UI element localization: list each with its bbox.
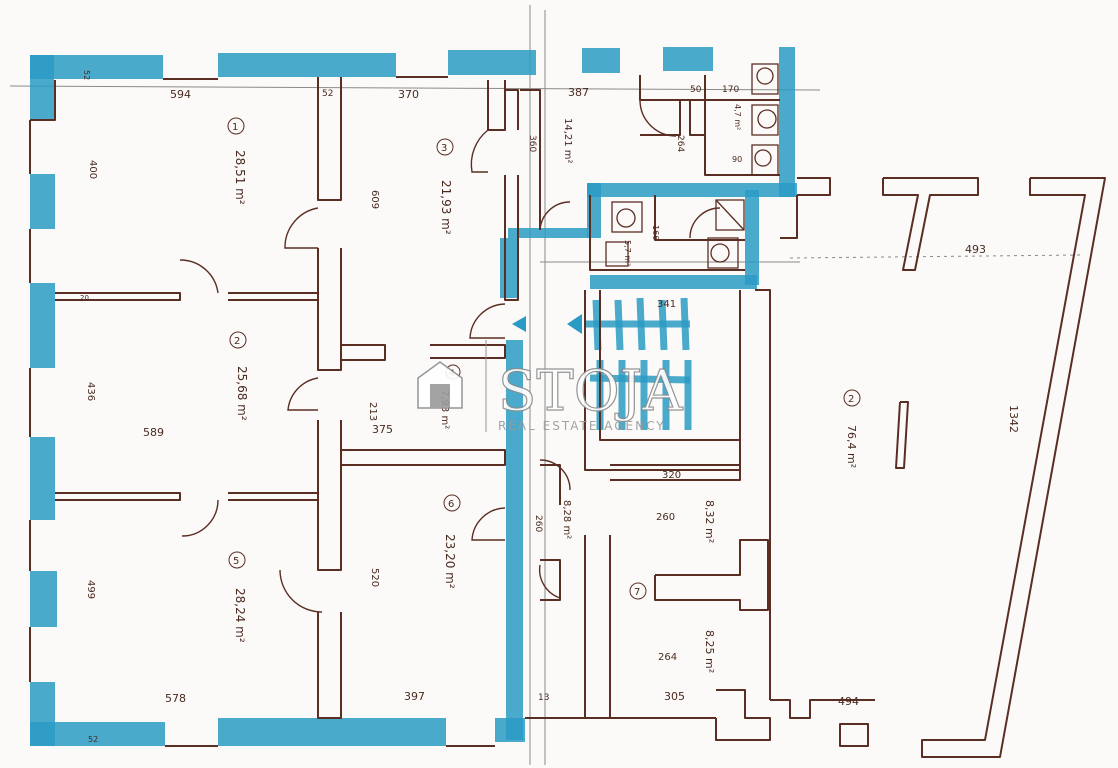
room-area: 8,25 m² — [703, 630, 716, 673]
dim-264: 264 — [675, 135, 685, 152]
dim-387: 387 — [568, 86, 589, 99]
dim-52-top: 52 — [322, 89, 333, 99]
room-area: 4,7 m² — [733, 104, 742, 130]
room-area: 8,32 m² — [703, 500, 716, 543]
watermark-tagline: REAL ESTATE AGENCY — [498, 419, 666, 433]
dim-341: 341 — [657, 299, 676, 310]
dim-375: 375 — [372, 423, 393, 436]
dim-493: 493 — [965, 243, 986, 256]
dim-170: 170 — [722, 85, 739, 95]
room-area: 23,20 m² — [443, 534, 457, 589]
dim-609: 609 — [369, 190, 380, 209]
dim-520: 520 — [369, 568, 380, 587]
watermark: STOJA REAL ESTATE AGENCY — [417, 340, 684, 433]
room-area: 21,93 m² — [439, 180, 453, 235]
room-area: 28,24 m² — [233, 588, 247, 643]
arrow-icon — [512, 314, 582, 334]
dim-90: 90 — [732, 155, 742, 164]
dim-400: 400 — [87, 160, 98, 179]
dim-52: 52 — [82, 70, 91, 80]
room-number: 7 — [634, 587, 640, 598]
room-area: 76,4 m² — [845, 425, 858, 468]
dimension-labels: 594 52 52 370 387 50 170 400 609 360 264… — [80, 70, 1020, 744]
room-area: 28,51 m² — [233, 150, 247, 205]
dim-50: 50 — [690, 85, 702, 95]
doors — [179, 99, 721, 613]
room-number: 6 — [448, 499, 454, 510]
dim-436: 436 — [85, 382, 96, 401]
room-area: 5,7 m² — [623, 240, 632, 266]
dim-360: 360 — [527, 135, 537, 152]
dim-320: 320 — [662, 470, 681, 481]
room-number: 2 — [848, 394, 854, 405]
room-number: 5 — [233, 556, 239, 567]
room-area: 25,68 m² — [235, 366, 249, 421]
room-number: 2 — [234, 336, 240, 347]
dim-578: 578 — [165, 692, 186, 705]
dim-166: 166 — [651, 225, 660, 240]
watermark-brand: STOJA — [498, 359, 683, 424]
dim-397: 397 — [404, 690, 425, 703]
dim-1342: 1342 — [1007, 405, 1020, 433]
dim-594: 594 — [170, 88, 191, 101]
room-labels: 1 28,51 m² 2 25,68 m² 3 21,93 m² 4 7,93 … — [232, 104, 858, 673]
dim-260: 260 — [656, 512, 675, 523]
dim-260-b: 260 — [533, 515, 543, 532]
toilet-icon — [605, 63, 779, 269]
room-area: 14,21 m² — [562, 118, 573, 164]
dim-494: 494 — [838, 695, 859, 708]
dim-20: 20 — [80, 294, 89, 302]
room-area: 8,28 m² — [561, 500, 572, 539]
dim-499: 499 — [85, 580, 96, 599]
dim-52-bottom: 52 — [88, 735, 98, 744]
highlighted-walls — [30, 47, 797, 746]
dim-589: 589 — [143, 426, 164, 439]
room-area: 7,93 m² — [439, 390, 450, 429]
dim-370: 370 — [398, 88, 419, 101]
dim-213: 213 — [367, 402, 378, 421]
dim-264-b: 264 — [658, 652, 677, 663]
room-number: 3 — [441, 143, 447, 154]
dim-305: 305 — [664, 690, 685, 703]
walls — [29, 75, 1106, 758]
dim-13: 13 — [538, 693, 549, 703]
room-number: 1 — [232, 122, 238, 133]
